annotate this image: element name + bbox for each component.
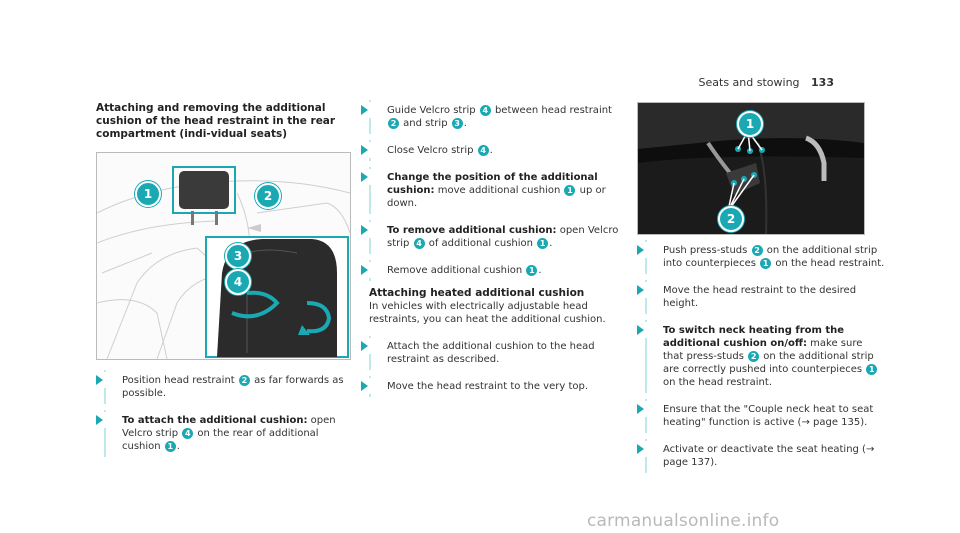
step-arrow-icon (361, 341, 368, 351)
step-switch-neck-heating: To switch neck heating from the addition… (635, 320, 885, 393)
step-arrow-icon (361, 145, 368, 155)
step-change-position: Change the position of the additional cu… (359, 167, 625, 214)
callout-2: 2 (255, 183, 281, 209)
figure-press-studs: 1 2 (637, 102, 865, 235)
callout-1: 1 (135, 181, 161, 207)
right-column: Push press-studs 2 on the additional str… (635, 240, 885, 479)
step-arrow-icon (637, 245, 644, 255)
step-arrow-icon (637, 404, 644, 414)
car-interior-illustration (97, 153, 350, 359)
callout-1: 1 (737, 111, 763, 137)
ref-number: 4 (182, 427, 194, 439)
step-arrow-icon (361, 265, 368, 275)
left-column: Attaching and removing the additional cu… (96, 102, 354, 141)
step-guide-velcro: Guide Velcro strip 4 between head restra… (359, 100, 625, 134)
callout-2: 2 (718, 206, 744, 232)
section-title: Seats and stowing (698, 76, 800, 89)
step-remove-velcro: To remove additional cushion: open Velcr… (359, 220, 625, 254)
step-attach-cushion: To attach the additional cushion: open V… (94, 410, 354, 457)
step-arrow-icon (361, 381, 368, 391)
watermark: carmanualsonline.info (587, 511, 780, 531)
section-heading: Attaching and removing the additional cu… (96, 102, 336, 140)
page-link-137[interactable]: → page 137). (663, 444, 875, 468)
page-number: 133 (811, 76, 834, 89)
step-move-to-top: Move the head restraint to the very top. (359, 376, 625, 397)
page-header: Seats and stowing 133 (699, 76, 834, 89)
ref-number: 2 (751, 244, 763, 256)
step-attach-cushion-heated: Attach the additional cushion to the hea… (359, 336, 625, 370)
step-activate-seat-heating: Activate or deactivate the seat heating … (635, 439, 885, 473)
ref-number: 4 (477, 144, 489, 156)
callout-4: 4 (225, 269, 251, 295)
step-move-to-height: Move the head restraint to the desired h… (635, 280, 885, 314)
left-steps: Position head restraint 2 as far forward… (94, 370, 354, 463)
step-position-head-restraint: Position head restraint 2 as far forward… (94, 370, 354, 404)
step-push-press-studs: Push press-studs 2 on the additional str… (635, 240, 885, 274)
step-arrow-icon (96, 375, 103, 385)
ref-number: 4 (479, 104, 491, 116)
ref-number: 1 (564, 184, 576, 196)
ref-number: 3 (451, 117, 463, 129)
ref-number: 1 (866, 363, 878, 375)
step-remove-cushion: Remove additional cushion 1. (359, 260, 625, 281)
ref-number: 1 (537, 237, 549, 249)
step-arrow-icon (361, 105, 368, 115)
ref-number: 1 (526, 264, 538, 276)
ref-number: 1 (164, 440, 176, 452)
ref-number: 4 (413, 237, 425, 249)
ref-number: 2 (238, 374, 250, 386)
subheading-heated-cushion: Attaching heated additional cushion (369, 287, 585, 299)
step-arrow-icon (96, 415, 103, 425)
step-arrow-icon (361, 225, 368, 235)
paragraph-heated-info: In vehicles with electrically adjustable… (369, 301, 606, 325)
ref-number: 2 (748, 350, 760, 362)
middle-column: Guide Velcro strip 4 between head restra… (359, 100, 625, 403)
ref-number: 2 (388, 117, 399, 129)
figure-head-restraint-rear: 1 2 3 4 (96, 152, 351, 360)
callout-3: 3 (225, 243, 251, 269)
step-ensure-function-active: Ensure that the "Couple neck heat to sea… (635, 399, 885, 433)
step-arrow-icon (361, 172, 368, 182)
step-arrow-icon (637, 285, 644, 295)
step-arrow-icon (637, 444, 644, 454)
page-link-135[interactable]: → page 135). (801, 417, 868, 428)
step-arrow-icon (637, 325, 644, 335)
step-close-velcro: Close Velcro strip 4. (359, 140, 625, 161)
ref-number: 1 (760, 257, 772, 269)
